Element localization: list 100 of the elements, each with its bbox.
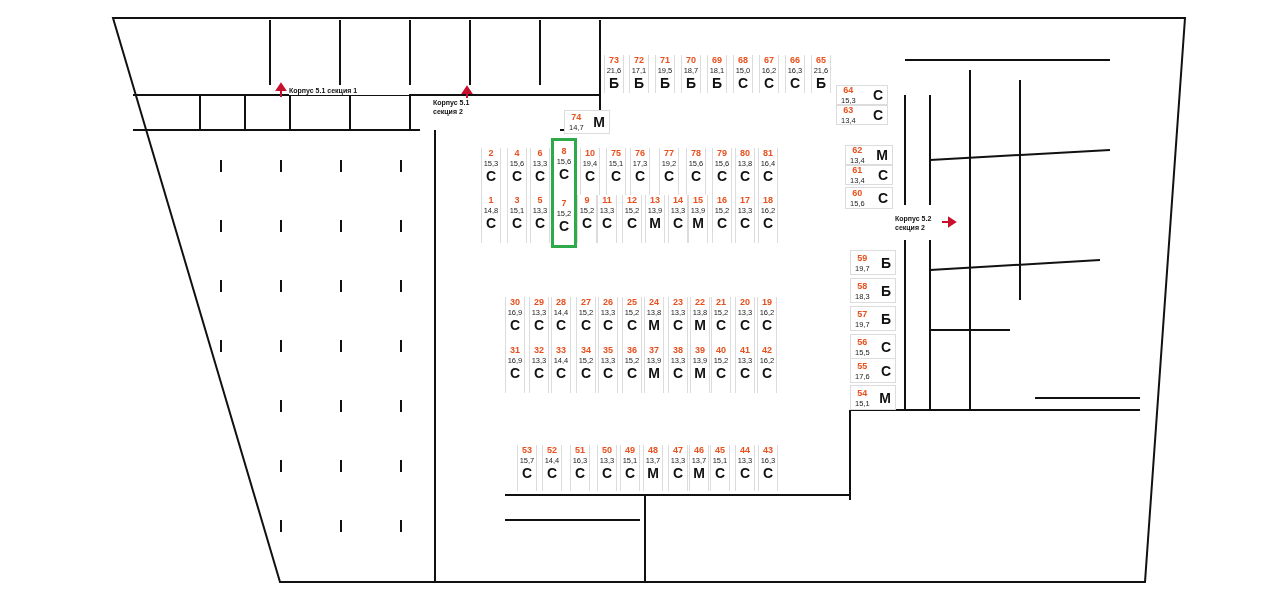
space-type-letter: С	[511, 168, 523, 184]
space-number: 41	[740, 345, 750, 356]
space-type-letter: С	[739, 168, 751, 184]
space-number: 32	[534, 345, 544, 356]
parking-space	[668, 445, 688, 491]
space-number: 77	[664, 148, 674, 159]
space-type-letter: С	[716, 215, 728, 231]
space-type-letter: Б	[880, 282, 891, 299]
space-number: 56	[857, 336, 868, 348]
parking-space	[845, 165, 893, 185]
space-type-letter: С	[762, 215, 774, 231]
space-number: 55	[857, 360, 868, 372]
space-type-letter: С	[610, 168, 622, 184]
space-type-letter: С	[672, 215, 684, 231]
space-type-letter: М	[648, 365, 660, 381]
space-type-letter: С	[534, 215, 546, 231]
parking-space	[597, 445, 617, 491]
space-type-letter: С	[555, 365, 567, 381]
space-number: 5	[537, 195, 543, 206]
space-type-letter: С	[761, 365, 773, 381]
space-number: 62	[852, 145, 863, 156]
parking-space	[850, 250, 896, 275]
space-type-letter: Б	[880, 254, 891, 271]
space-type-letter: С	[580, 365, 592, 381]
space-number: 42	[762, 345, 772, 356]
parking-space	[845, 145, 893, 165]
parking-space	[845, 187, 893, 209]
space-number: 12	[627, 195, 637, 206]
space-number: 40	[716, 345, 726, 356]
space-number: 11	[602, 195, 612, 206]
space-type-letter: Б	[711, 75, 723, 91]
space-type-letter: С	[521, 465, 533, 481]
space-number: 78	[691, 148, 701, 159]
space-number: 68	[738, 55, 748, 66]
space-number: 47	[673, 445, 683, 456]
space-number: 37	[649, 345, 659, 356]
space-number: 43	[763, 445, 773, 456]
parking-space	[850, 278, 896, 303]
space-number: 8	[561, 146, 567, 158]
space-number: 27	[581, 297, 591, 308]
parking-space	[735, 445, 755, 491]
space-number: 25	[627, 297, 637, 308]
space-type-letter: С	[877, 167, 888, 183]
space-type-letter: С	[762, 465, 774, 481]
space-number: 23	[673, 297, 683, 308]
space-number: 9	[584, 195, 590, 206]
space-type-letter: М	[593, 114, 605, 130]
space-number: 79	[717, 148, 727, 159]
space-number: 14	[673, 195, 683, 206]
space-number: 22	[695, 297, 705, 308]
space-type-letter: С	[716, 168, 728, 184]
space-number: 66	[790, 55, 800, 66]
space-type-letter: С	[580, 317, 592, 333]
space-number: 53	[522, 445, 532, 456]
space-type-letter: С	[546, 465, 558, 481]
space-number: 65	[816, 55, 826, 66]
space-number: 44	[740, 445, 750, 456]
parking-space	[542, 445, 562, 491]
space-number: 74	[571, 112, 582, 123]
space-type-letter: М	[647, 465, 659, 481]
space-type-letter: С	[763, 75, 775, 91]
space-type-letter: Б	[633, 75, 645, 91]
space-type-letter: С	[601, 465, 613, 481]
space-number: 3	[514, 195, 520, 206]
space-number: 70	[686, 55, 696, 66]
parking-space	[570, 445, 590, 491]
space-type-letter: М	[694, 365, 706, 381]
parking-space	[689, 445, 709, 491]
space-number: 60	[852, 188, 863, 199]
space-type-letter: С	[584, 168, 596, 184]
space-number: 19	[762, 297, 772, 308]
space-number: 80	[740, 148, 750, 159]
space-number: 38	[673, 345, 683, 356]
space-type-letter: С	[672, 317, 684, 333]
space-number: 24	[649, 297, 659, 308]
space-number: 39	[695, 345, 705, 356]
space-type-letter: С	[715, 365, 727, 381]
parking-space	[517, 445, 537, 491]
space-type-letter: Б	[815, 75, 827, 91]
parking-space	[836, 85, 888, 105]
space-number: 57	[857, 308, 868, 320]
space-number: 2	[488, 148, 494, 159]
space-type-letter: С	[558, 166, 570, 183]
parking-space	[850, 385, 896, 410]
space-type-letter: М	[649, 215, 661, 231]
space-number: 28	[556, 297, 566, 308]
space-type-letter: С	[509, 365, 521, 381]
space-number: 30	[510, 297, 520, 308]
space-number: 67	[764, 55, 774, 66]
parking-space	[643, 445, 663, 491]
space-number: 59	[857, 252, 868, 264]
space-number: 15	[693, 195, 703, 206]
space-number: 26	[603, 297, 613, 308]
space-type-letter: С	[534, 168, 546, 184]
space-type-letter: С	[714, 465, 726, 481]
space-number: 61	[852, 165, 863, 176]
space-number: 31	[510, 345, 520, 356]
space-type-letter: С	[533, 317, 545, 333]
space-type-letter: С	[602, 365, 614, 381]
space-number: 58	[857, 280, 868, 292]
